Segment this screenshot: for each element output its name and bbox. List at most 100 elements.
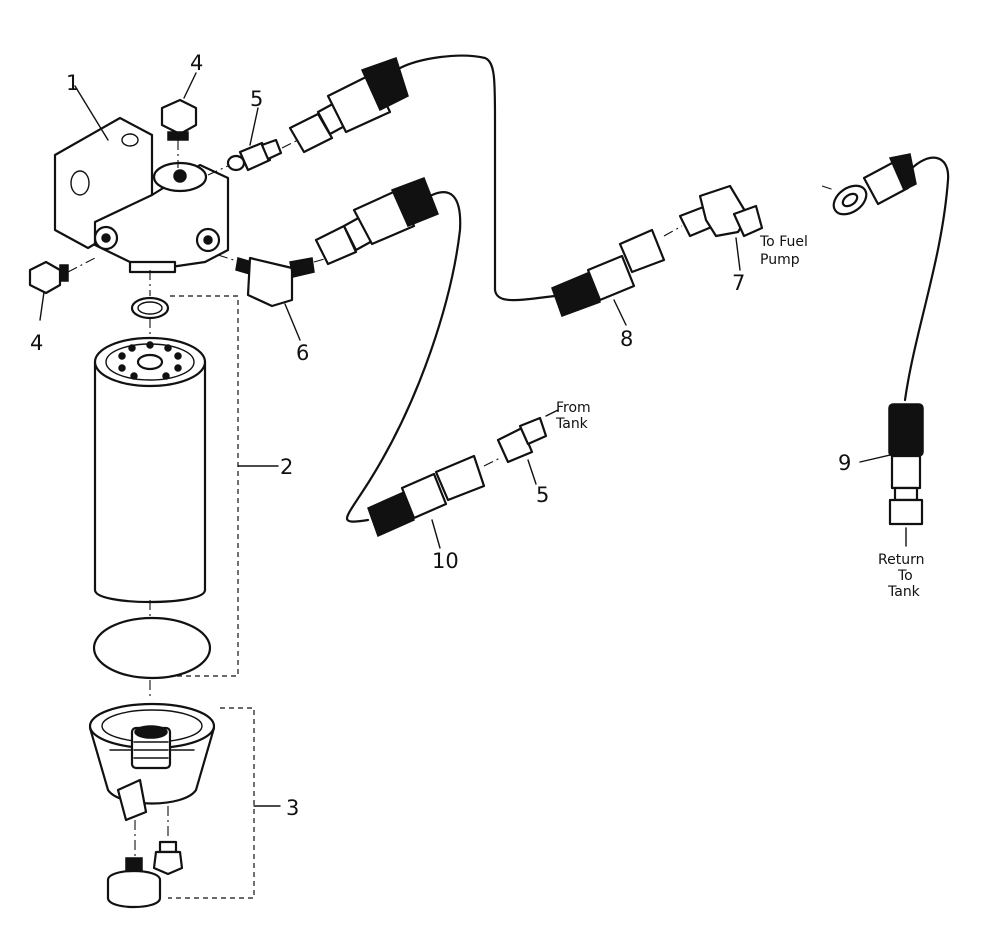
filter-head bbox=[53, 85, 230, 274]
leader-4-lower bbox=[39, 291, 45, 321]
elbow-body bbox=[246, 256, 294, 308]
return-collar bbox=[893, 486, 919, 502]
return-ferrule bbox=[890, 454, 922, 490]
plug-upper-thread bbox=[167, 131, 189, 141]
bowl-body bbox=[88, 726, 216, 805]
plug-4-lower bbox=[28, 257, 96, 321]
callout-8: 8 bbox=[620, 327, 633, 351]
callout-4-upper: 4 bbox=[190, 51, 203, 75]
elbow-7-body bbox=[698, 184, 750, 238]
upper-hose-sleeve bbox=[360, 57, 409, 112]
filter-hole bbox=[174, 364, 182, 372]
filter-hole bbox=[118, 352, 126, 360]
note-to-fuel-pump-line-2: Pump bbox=[760, 252, 800, 268]
filter-hole bbox=[118, 364, 126, 372]
bowl-drain-boss bbox=[116, 778, 148, 822]
note-return-line-3: Tank bbox=[887, 584, 921, 600]
hose-10-swivel-nut bbox=[434, 454, 486, 502]
callout-7: 7 bbox=[732, 271, 745, 295]
plug-upper-hex bbox=[160, 98, 198, 136]
lower-swivel-nut bbox=[314, 224, 358, 266]
elbow-axis-2 bbox=[313, 257, 329, 263]
connector-5-hex bbox=[238, 141, 272, 172]
bowl-stem-threads bbox=[133, 741, 169, 759]
connector-5-lower bbox=[483, 409, 559, 485]
leader-6 bbox=[284, 303, 301, 341]
return-swivel-nut bbox=[888, 498, 924, 526]
hose-assembly-9 bbox=[821, 153, 924, 547]
connector-5-lower-thread bbox=[518, 416, 548, 446]
hose-fitting-upper bbox=[288, 57, 409, 154]
hose-10-ferrule bbox=[400, 472, 448, 520]
leader-9 bbox=[859, 454, 891, 463]
connector-5-upper bbox=[207, 107, 299, 176]
separator-bowl-3 bbox=[88, 702, 281, 908]
leader-5-upper bbox=[249, 107, 259, 146]
lower-hose-sleeve bbox=[390, 177, 439, 227]
bracket-bolt-hole-2 bbox=[121, 133, 139, 147]
elbow-7-axis bbox=[663, 225, 683, 237]
hose-assembly-8 bbox=[551, 228, 666, 326]
return-banjo-hole bbox=[841, 192, 859, 208]
hose-10-sleeve bbox=[367, 490, 415, 538]
filter-hole bbox=[130, 372, 138, 380]
plug-lower-thread bbox=[59, 264, 69, 282]
callout-3: 3 bbox=[286, 796, 299, 820]
hose-8-sleeve bbox=[551, 270, 601, 317]
leader-from-tank bbox=[545, 409, 559, 417]
hose-8-ferrule bbox=[586, 254, 636, 302]
callout-10: 10 bbox=[432, 549, 459, 573]
callout-5-lower: 5 bbox=[536, 483, 549, 507]
bowl-stem-top bbox=[134, 725, 168, 739]
leader-7 bbox=[735, 237, 741, 271]
filter-canister bbox=[93, 360, 207, 604]
connector-5-axis bbox=[207, 164, 231, 176]
filter-head-left-port-hole bbox=[101, 233, 111, 243]
sensor-plug-hex bbox=[152, 850, 184, 876]
upper-swivel-nut bbox=[288, 112, 334, 154]
return-axis bbox=[821, 185, 835, 191]
filter-head-right-port-hole bbox=[203, 235, 213, 245]
note-from-tank-line-2: Tank bbox=[555, 416, 589, 432]
filter-head-top-port bbox=[173, 169, 187, 183]
return-hose-sleeve-top bbox=[888, 153, 917, 192]
elbow-thread-right bbox=[289, 257, 315, 278]
elbow-7 bbox=[663, 184, 764, 271]
bracket-bolt-hole bbox=[70, 170, 90, 196]
fuel-lines bbox=[346, 54, 950, 523]
line-lower-hose-tube bbox=[346, 191, 462, 523]
callout-4-lower: 4 bbox=[30, 331, 43, 355]
callout-5-upper: 5 bbox=[250, 87, 263, 111]
hose-assembly-10 bbox=[367, 454, 486, 549]
elbow-7-outlet bbox=[732, 204, 764, 238]
drain-plug-knob bbox=[106, 870, 162, 908]
connector-5-axis-2 bbox=[281, 139, 299, 149]
filter-hole bbox=[146, 341, 154, 349]
filter-hole bbox=[164, 344, 172, 352]
return-hose-sleeve-bottom bbox=[888, 403, 924, 457]
note-from-tank-line-1: From bbox=[556, 400, 591, 416]
elbow-axis bbox=[217, 254, 241, 263]
callout-1: 1 bbox=[66, 71, 79, 95]
filter-bowl-o-ring bbox=[92, 616, 212, 680]
group-bracket-2 bbox=[170, 295, 239, 677]
callout-9: 9 bbox=[838, 451, 851, 475]
group-bracket-3 bbox=[168, 707, 255, 899]
hose-fitting-lower-left bbox=[314, 177, 439, 266]
plug-4-upper bbox=[160, 72, 198, 168]
sensor-plug-thread bbox=[158, 840, 178, 854]
return-banjo-eye bbox=[832, 184, 868, 216]
filter-center-hole bbox=[136, 353, 164, 371]
connector-5-lower-axis bbox=[483, 457, 501, 467]
line-return-hose-tube bbox=[903, 156, 950, 402]
hose-8-swivel-nut bbox=[618, 228, 666, 274]
plug-lower-hex bbox=[28, 260, 62, 295]
line-upper-hose-tube bbox=[398, 54, 557, 302]
note-to-fuel-pump-line-1: To Fuel bbox=[759, 234, 808, 250]
leader-5-lower bbox=[527, 459, 537, 485]
leader-10 bbox=[431, 519, 441, 549]
leader-4-upper bbox=[183, 72, 197, 99]
filter-hole bbox=[128, 344, 136, 352]
